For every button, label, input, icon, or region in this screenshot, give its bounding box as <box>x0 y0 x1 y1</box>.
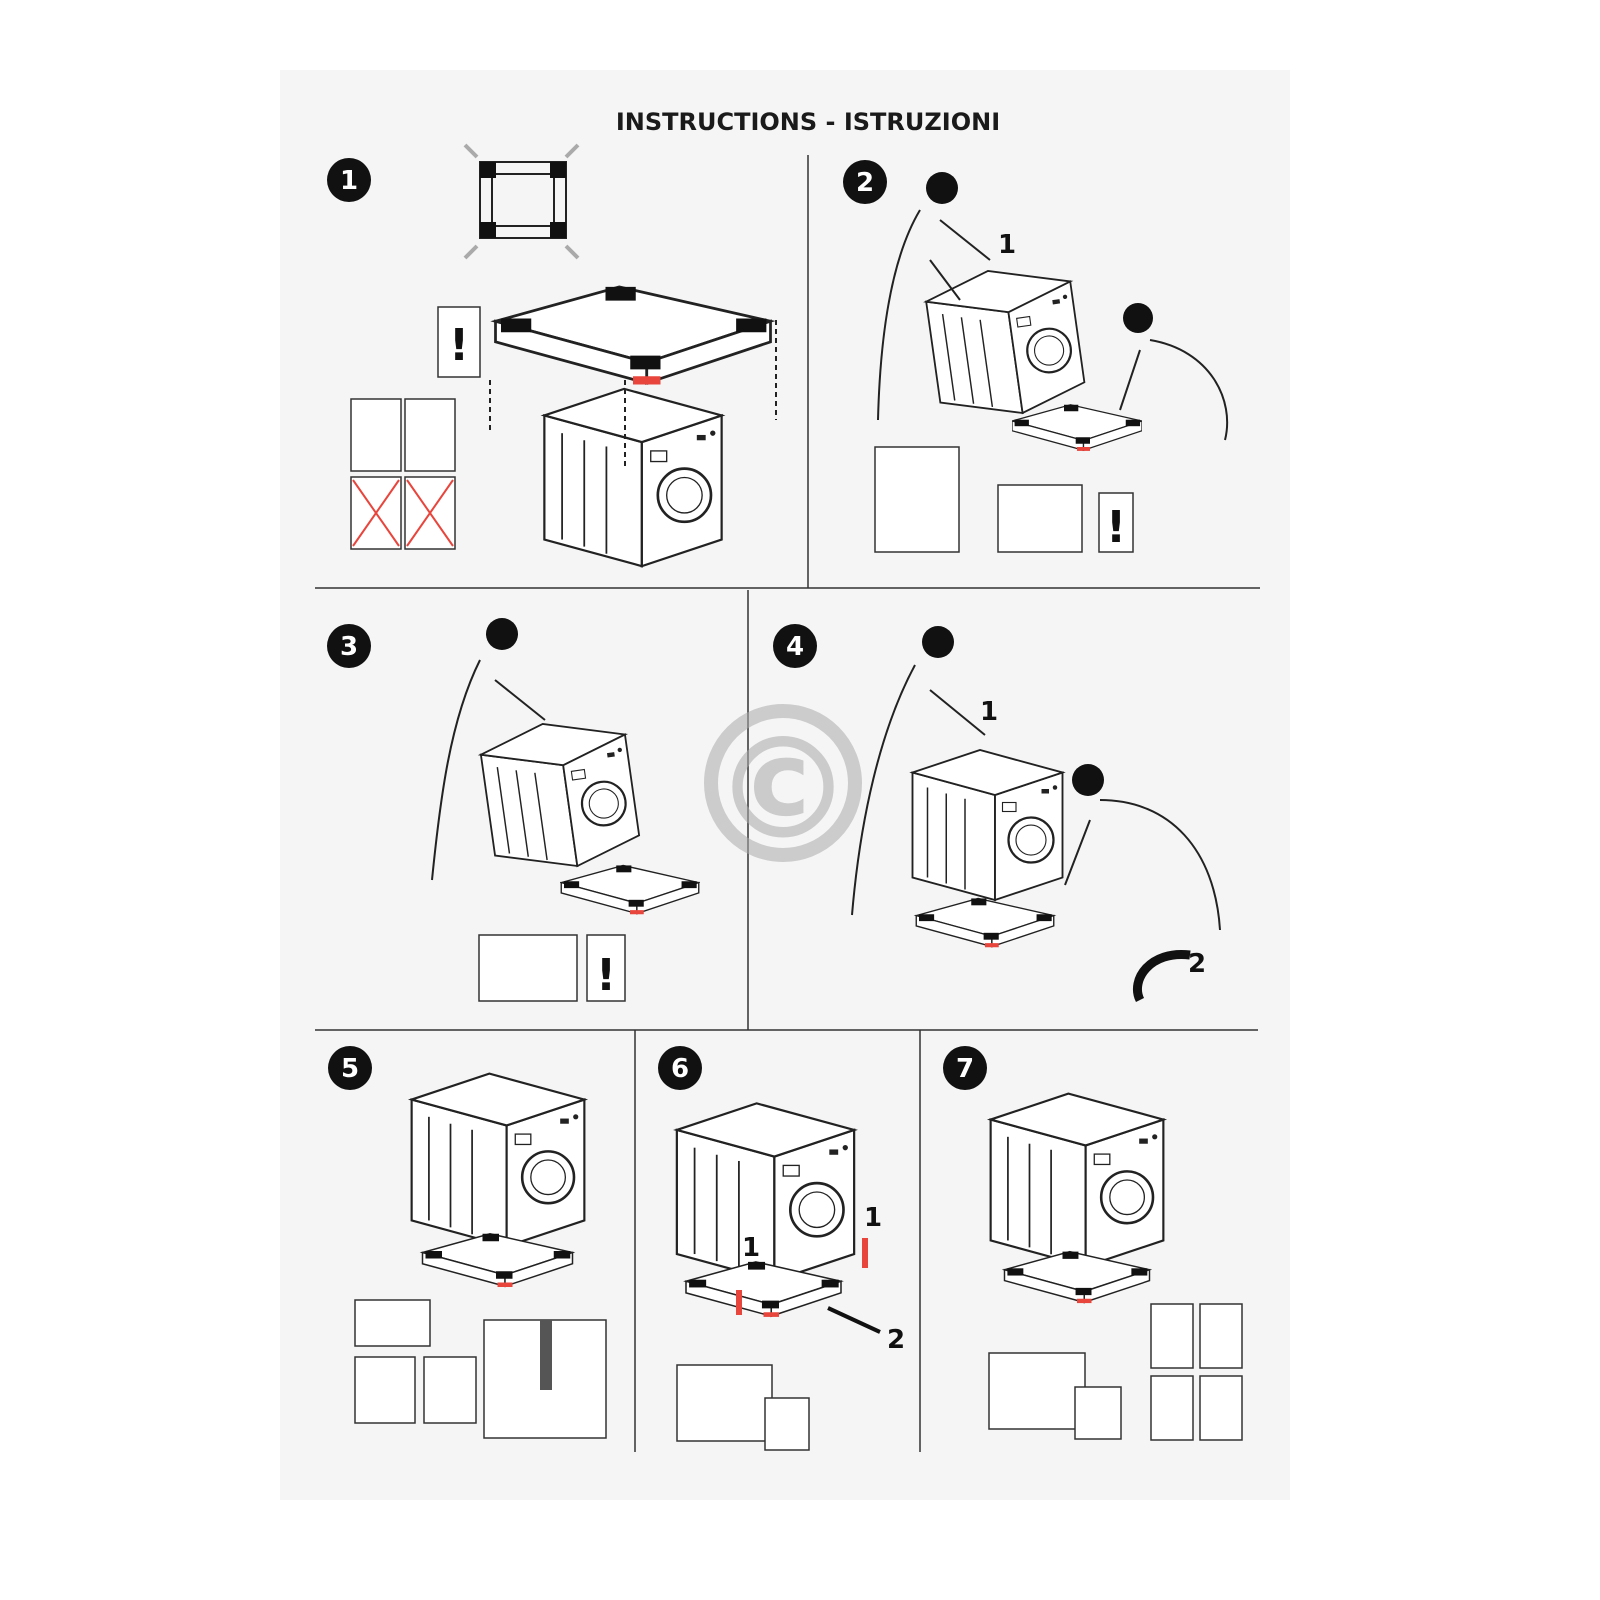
callout-1: 1 <box>980 697 998 727</box>
step-badge <box>327 158 371 202</box>
washing-machine-icon <box>542 386 724 569</box>
callout-1: 1 <box>742 1233 760 1263</box>
warning-icon: ! <box>449 320 469 371</box>
lock-icon <box>1074 1386 1122 1440</box>
step-number: 2 <box>856 168 874 198</box>
step-2-panel: 2 1 ! <box>843 160 1229 553</box>
step-number: 5 <box>341 1054 359 1084</box>
unlock-icon <box>764 1397 810 1451</box>
warning-icon: ! <box>596 950 616 1001</box>
panel-dividers <box>315 155 1260 1452</box>
step-4-panel: 4 1 2 <box>773 624 1221 1003</box>
warning-icon: ! <box>1106 502 1126 553</box>
svg-text:©: © <box>713 709 853 872</box>
step-number: 6 <box>671 1054 689 1084</box>
callout-1: 1 <box>864 1203 882 1233</box>
callout-2: 2 <box>887 1325 905 1355</box>
reconnect-water-power-icons <box>1150 1303 1243 1441</box>
step-5-panel: 5 <box>328 1046 607 1439</box>
wrench-icon <box>423 1356 477 1424</box>
step-1-panel: 1 ! <box>327 143 777 569</box>
step-number: 7 <box>956 1054 974 1084</box>
callout-1: 1 <box>998 230 1016 260</box>
washing-machine-icon <box>911 748 1064 902</box>
step-number: 1 <box>340 166 358 196</box>
step-6-panel: 6 1 1 2 <box>658 1046 905 1451</box>
step-number: 3 <box>340 632 358 662</box>
page-title: INSTRUCTIONS - ISTRUZIONI <box>616 108 1000 136</box>
no-vibration-icon <box>354 1356 416 1424</box>
washing-machine-icon <box>989 1092 1165 1268</box>
person-kneeling-icon <box>1123 303 1153 333</box>
warning-box <box>437 306 481 378</box>
unplug-water-power-icons <box>350 398 456 550</box>
callout-2: 2 <box>1188 949 1206 979</box>
washing-machine-icon <box>675 1102 856 1282</box>
step-3-panel: 3 ! <box>327 618 700 1002</box>
spirit-level-icon <box>354 1299 431 1347</box>
rotate-arrow-icon <box>1133 950 1191 1003</box>
person-icon <box>926 172 958 204</box>
step-7-panel: 7 <box>943 1046 1243 1441</box>
frame-topview-icon <box>463 143 580 260</box>
copyright-watermark: © <box>704 704 862 872</box>
step-number: 4 <box>786 632 804 662</box>
washing-machine-icon <box>410 1072 586 1248</box>
